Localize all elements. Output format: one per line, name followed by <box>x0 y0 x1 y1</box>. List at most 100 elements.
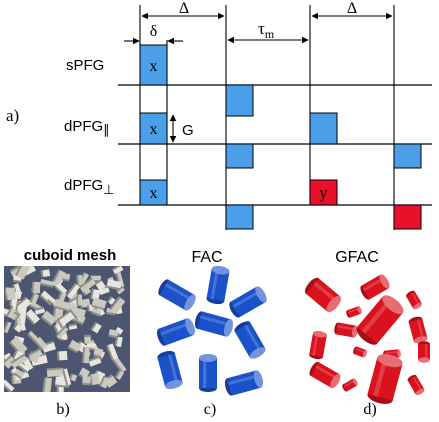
cuboid <box>114 336 123 348</box>
pulse-label-perpendicular-3: y <box>320 185 328 202</box>
cuboid <box>4 379 15 392</box>
cylinder <box>367 354 403 404</box>
gradient-pulse-perpendicular-1 <box>139 179 168 206</box>
gradient-pulse-parallel-1 <box>139 112 168 145</box>
cuboid <box>68 323 78 330</box>
delta-label: δ <box>150 23 158 40</box>
gradient-pulse-parallel-4 <box>393 143 422 169</box>
cylinder <box>224 370 264 396</box>
gradient-pulse-perpendicular-2 <box>225 204 254 230</box>
cuboid <box>90 288 101 301</box>
gradient-pulse-perpendicular-4 <box>393 204 422 230</box>
cuboid <box>34 336 48 351</box>
cuboid <box>4 355 17 369</box>
cuboid <box>42 377 53 392</box>
pulse-label-parallel-1: x <box>150 121 158 138</box>
cuboid <box>76 294 83 306</box>
gfac-cylinders-image <box>304 274 430 404</box>
cylinder <box>309 330 327 360</box>
gradient-pulse-parallel-3 <box>309 112 338 145</box>
cuboid <box>106 279 122 291</box>
cylinder <box>360 274 390 300</box>
cuboid <box>92 347 104 359</box>
tau-label: τm <box>258 19 275 41</box>
cuboid <box>50 269 66 288</box>
cuboid <box>55 325 69 340</box>
cuboid-mesh-panel: cuboid mesh b) <box>4 247 130 418</box>
cuboid <box>24 309 41 326</box>
cylinder <box>158 279 196 311</box>
cylinder <box>346 306 362 318</box>
cuboid <box>90 321 102 334</box>
cuboid-mesh-title: cuboid mesh <box>24 247 117 264</box>
cylinder <box>157 350 183 390</box>
cuboid <box>112 356 127 374</box>
cylinder <box>334 322 358 338</box>
cuboid <box>46 367 62 377</box>
panel-a-label: a) <box>6 106 19 125</box>
cylinder <box>206 265 230 305</box>
cuboid <box>108 329 119 339</box>
panel-d-label: d) <box>363 401 376 418</box>
gradient-pulse-perpendicular-3 <box>309 179 338 206</box>
gradient-label: G <box>182 122 194 139</box>
gfac-panel: GFAC d) <box>304 249 430 418</box>
cuboid <box>90 308 102 317</box>
cuboid <box>65 282 81 300</box>
cylinder <box>229 286 267 318</box>
cuboid <box>79 277 97 293</box>
fac-cylinders-image <box>157 265 267 396</box>
cylinder <box>418 341 430 363</box>
cuboid-mesh-image <box>4 266 127 392</box>
cuboid <box>94 279 106 291</box>
cuboid <box>13 368 25 380</box>
cuboid <box>4 289 16 301</box>
cylinder <box>304 277 342 313</box>
cylinder <box>199 353 217 393</box>
Delta-label-2: Δ <box>347 0 357 17</box>
cylinder <box>342 378 358 392</box>
cuboid <box>84 334 91 344</box>
cuboid <box>76 274 83 286</box>
gradient-pulse-spfg-2 <box>225 84 254 117</box>
cylinder <box>309 361 341 389</box>
gfac-title: GFAC <box>335 249 379 266</box>
cuboid <box>40 269 51 278</box>
cuboid <box>27 348 43 361</box>
cuboid <box>12 322 23 333</box>
gradient-pulse-parallel-2 <box>225 143 254 169</box>
cylinder <box>194 311 234 337</box>
cuboid <box>15 296 32 312</box>
cylinder <box>157 318 195 346</box>
panel-b-label: b) <box>56 401 69 418</box>
cuboid <box>99 375 111 389</box>
cylinder <box>353 346 367 358</box>
cuboid <box>53 298 72 313</box>
cuboid <box>109 296 126 314</box>
cuboid <box>81 346 90 364</box>
cuboid <box>31 281 41 294</box>
sequence-label-spfg: sPFG <box>66 57 104 74</box>
cuboid <box>29 292 40 305</box>
cuboid <box>106 343 119 361</box>
cuboid <box>67 339 82 354</box>
cuboid <box>57 310 76 326</box>
cuboid <box>62 368 72 386</box>
cuboid <box>114 369 125 381</box>
cylinder <box>406 290 422 310</box>
cuboid <box>56 350 68 361</box>
cuboid <box>40 310 57 327</box>
fac-title: FAC <box>191 249 222 266</box>
sequence-label-dpfg-parallel: dPFG∥ <box>64 118 110 137</box>
sequence-label-dpfg-perpendicular: dPFG⊥ <box>64 177 115 197</box>
cuboid <box>82 376 91 386</box>
pulse-label-perpendicular-1: x <box>150 185 158 202</box>
cylinder <box>234 321 266 359</box>
cuboid <box>34 306 46 315</box>
gradient-pulse-spfg-1 <box>139 44 168 86</box>
cuboid <box>91 297 107 311</box>
cuboid <box>107 296 116 305</box>
cylinder <box>407 374 425 396</box>
